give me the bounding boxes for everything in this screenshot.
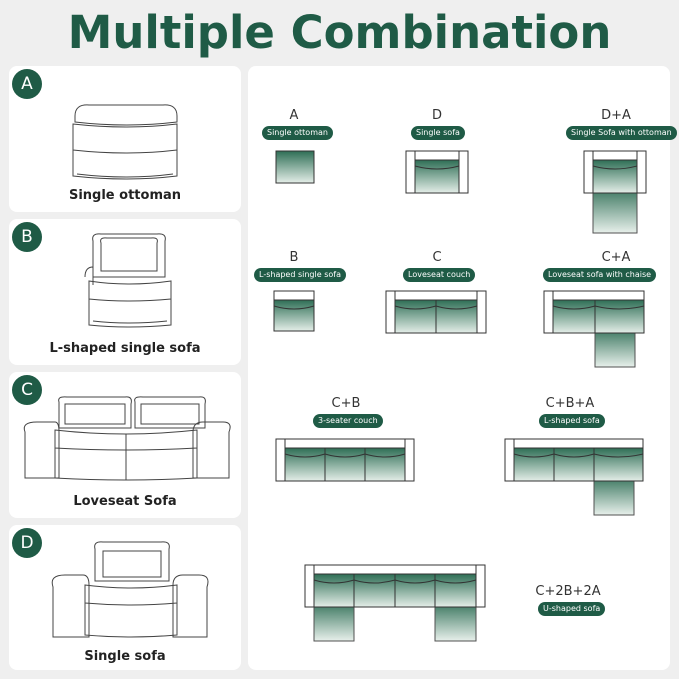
combo-code-c-b-a: C+B+A <box>545 396 595 411</box>
combo-pill-d-a: Single Sofa with ottoman <box>566 126 677 140</box>
piece-label-a: Single ottoman <box>68 188 182 203</box>
diagram-single-ottoman <box>275 150 315 184</box>
page-title: Multiple Combination <box>67 6 612 59</box>
diagram-loveseat-chaise <box>543 290 645 368</box>
combo-code-d-a: D+A <box>601 108 631 123</box>
piece-label-c: Loveseat Sofa <box>73 494 177 509</box>
combo-code-a: A <box>289 108 299 123</box>
combo-pill-c-b: 3-seater couch <box>313 414 383 428</box>
piece-card-c: C Loveseat Sofa <box>9 372 241 518</box>
combo-pill-a: Single ottoman <box>262 126 333 140</box>
combo-code-d: D <box>431 108 442 123</box>
combo-pill-c: Loveseat couch <box>403 268 476 282</box>
piece-badge-a: A <box>12 69 42 99</box>
loveseat-sketch <box>23 396 231 481</box>
combo-pill-b: L-shaped single sofa <box>254 268 346 282</box>
diagram-3-seater <box>275 438 415 482</box>
single-sofa-sketch <box>51 541 209 638</box>
piece-badge-c: C <box>12 375 42 405</box>
combo-code-c-b: C+B <box>331 396 361 411</box>
combo-code-b: B <box>289 250 299 265</box>
piece-label-d: Single sofa <box>84 649 166 664</box>
piece-card-d: D Single sofa <box>9 525 241 670</box>
piece-label-b: L-shaped single sofa <box>49 341 201 356</box>
combo-code-c: C <box>432 250 442 265</box>
diagram-l-shaped-sofa <box>504 438 644 516</box>
l-shaped-sofa-sketch <box>84 233 172 328</box>
piece-badge-d: D <box>12 528 42 558</box>
diagram-sofa-with-ottoman <box>583 150 647 234</box>
piece-card-b: B L-shaped single sofa <box>9 219 241 365</box>
piece-badge-b: B <box>12 222 42 252</box>
combo-code-c-2b-2a: C+2B+2A <box>535 584 601 599</box>
piece-card-a: A Single ottoman <box>9 66 241 212</box>
diagram-single-sofa <box>405 150 469 194</box>
combinations-panel: A Single ottoman D Single sofa D+A Singl… <box>248 66 677 670</box>
diagram-loveseat <box>385 290 487 334</box>
diagram-l-shaped-single-sofa <box>273 290 315 332</box>
combo-pill-d: Single sofa <box>411 126 465 140</box>
ottoman-sketch <box>72 104 178 180</box>
diagram-u-shaped-sofa <box>304 564 486 642</box>
combo-code-c-a: C+A <box>601 250 631 265</box>
combo-pill-c-b-a: L-shaped sofa <box>539 414 605 428</box>
combo-pill-c-2b-2a: U-shaped sofa <box>538 602 606 616</box>
combo-pill-c-a: Loveseat sofa with chaise <box>543 268 657 282</box>
